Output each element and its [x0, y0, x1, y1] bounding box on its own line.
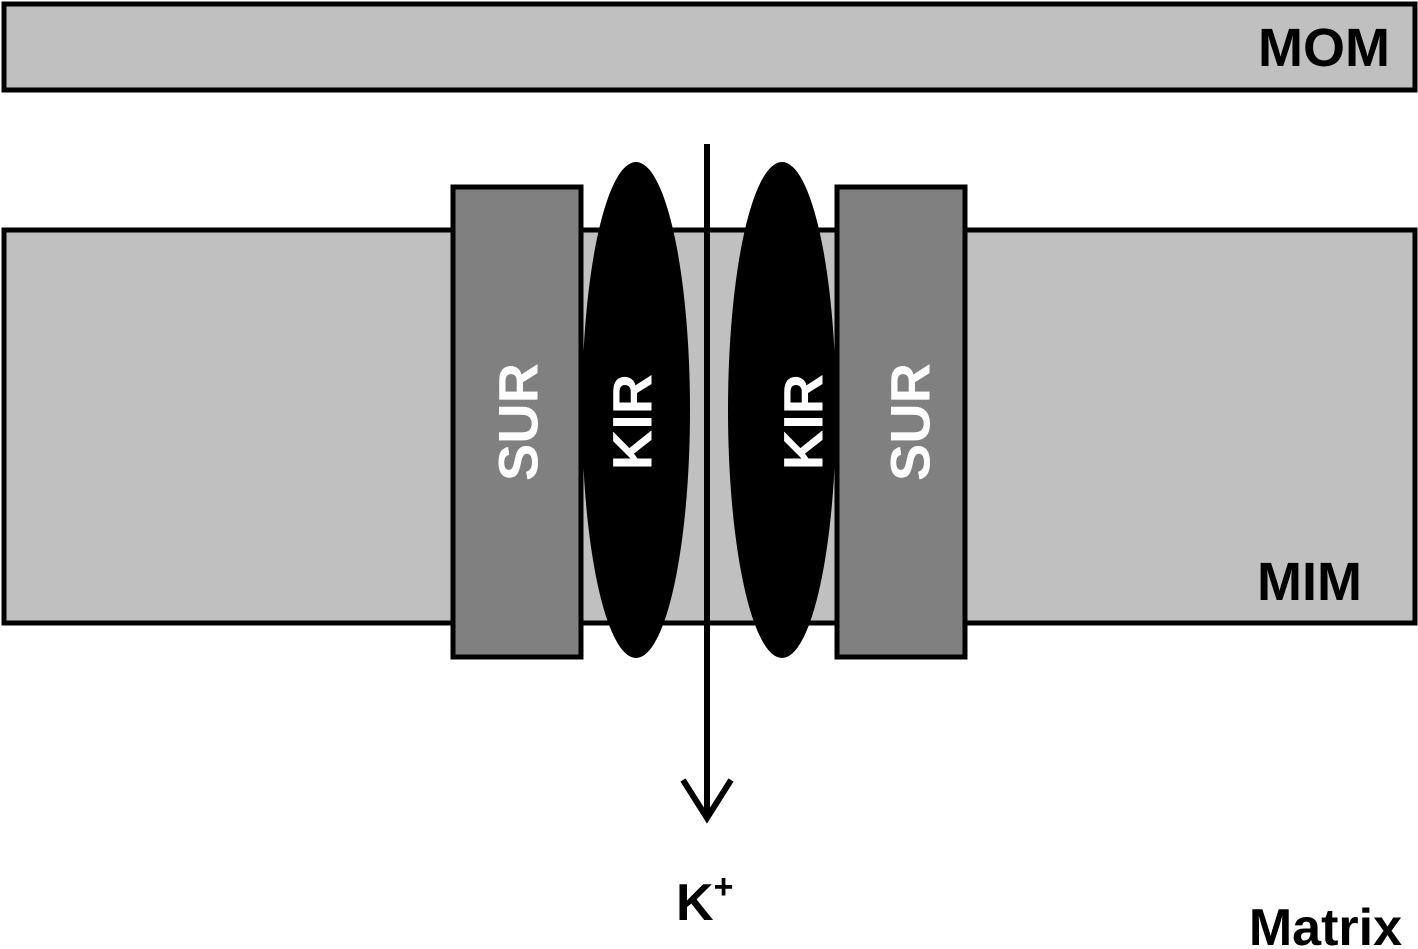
sur-left-label: SUR [487, 363, 550, 481]
kir-subunit-right [728, 162, 836, 658]
inner-membrane-label: MIM [1257, 552, 1362, 612]
ion-label-base: K [676, 874, 714, 932]
ion-label-charge: + [714, 868, 734, 906]
outer-membrane-label: MOM [1258, 18, 1390, 78]
ion-flow-arrow-head [680, 778, 734, 824]
kir-left-label: KIR [601, 374, 664, 470]
sur-subunit-right [834, 184, 968, 660]
sur-subunit-left [450, 184, 584, 660]
matrix-label: Matrix [1249, 899, 1402, 949]
kir-subunit-left [582, 162, 690, 658]
sur-right-label: SUR [879, 363, 942, 481]
outer-membrane [1, 1, 1418, 93]
kir-right-label: KIR [772, 374, 835, 470]
ion-label: K+ [676, 868, 733, 932]
